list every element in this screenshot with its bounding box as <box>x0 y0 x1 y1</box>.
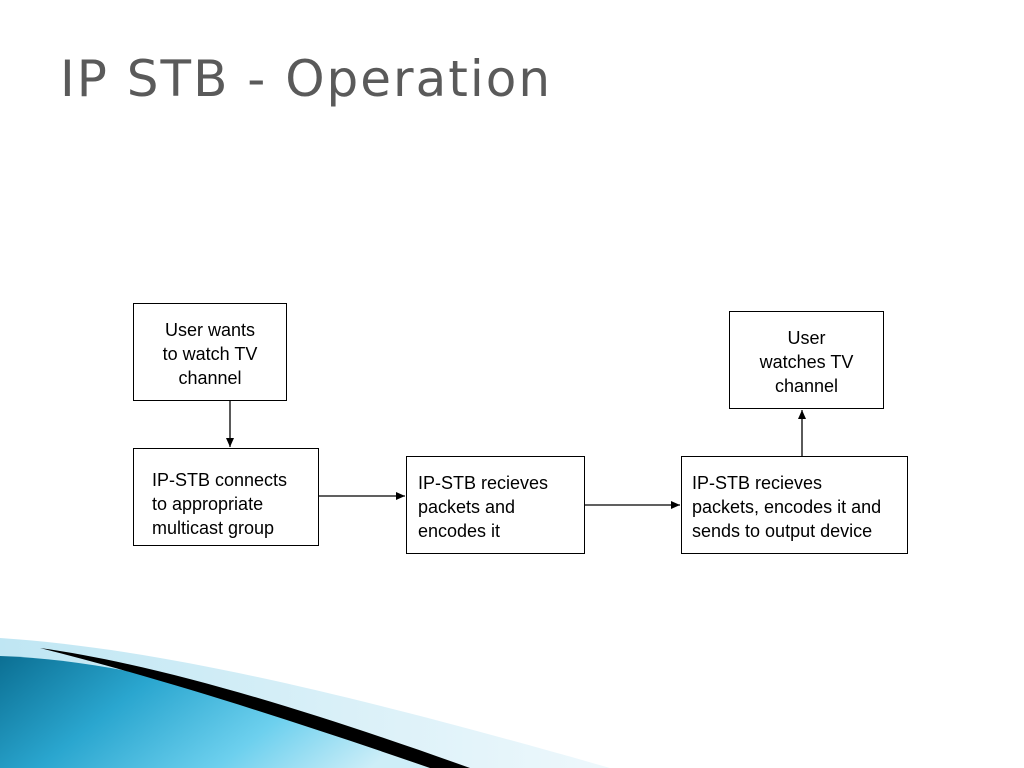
node-stb-connects: IP-STB connects to appropriate multicast… <box>133 448 319 546</box>
node-stb-receives-encodes: IP-STB recieves packets and encodes it <box>406 456 585 554</box>
node-stb-receives-sends: IP-STB recieves packets, encodes it and … <box>681 456 908 554</box>
node-user-watches: User watches TV channel <box>729 311 884 409</box>
node-user-wants: User wants to watch TV channel <box>133 303 287 401</box>
slide-title: IP STB - Operation <box>60 50 553 108</box>
decorative-swoosh <box>0 638 610 768</box>
